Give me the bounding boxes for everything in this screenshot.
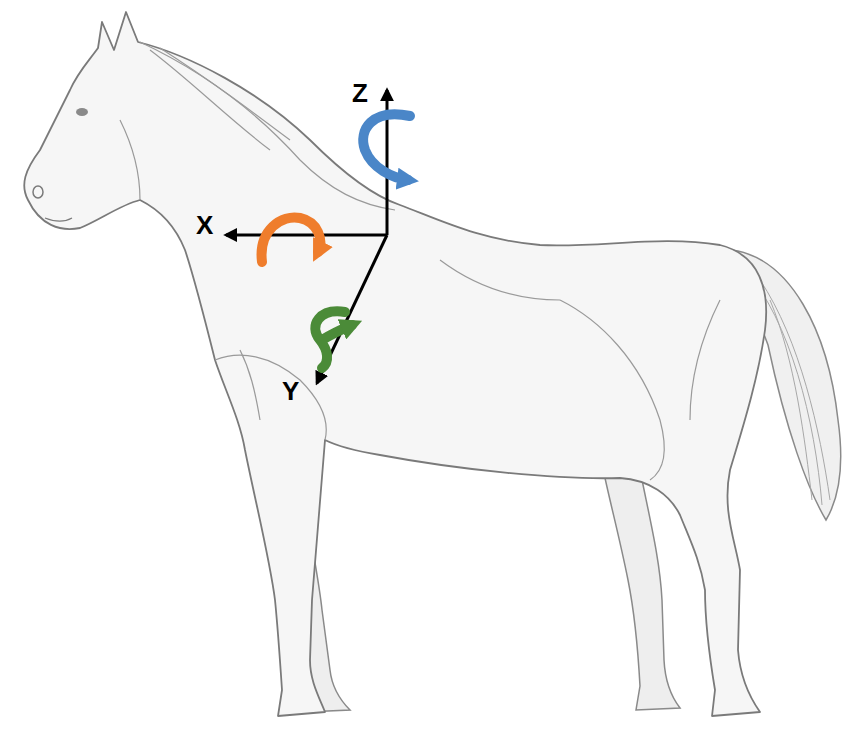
x-axis bbox=[226, 234, 387, 237]
horse-eye bbox=[76, 108, 88, 116]
far-hindleg bbox=[605, 470, 680, 710]
horse-mouth bbox=[45, 218, 72, 221]
x-rotation-arrow bbox=[262, 217, 321, 262]
y-rotation-arrow bbox=[315, 311, 352, 368]
axis-label: X bbox=[196, 212, 213, 238]
horse-nostril bbox=[33, 186, 43, 198]
axis-label: Z bbox=[352, 80, 368, 106]
axis-label: Y bbox=[282, 378, 299, 404]
horse-details bbox=[120, 42, 720, 480]
z-rotation-arrow bbox=[363, 114, 410, 180]
horse-body bbox=[24, 12, 766, 716]
